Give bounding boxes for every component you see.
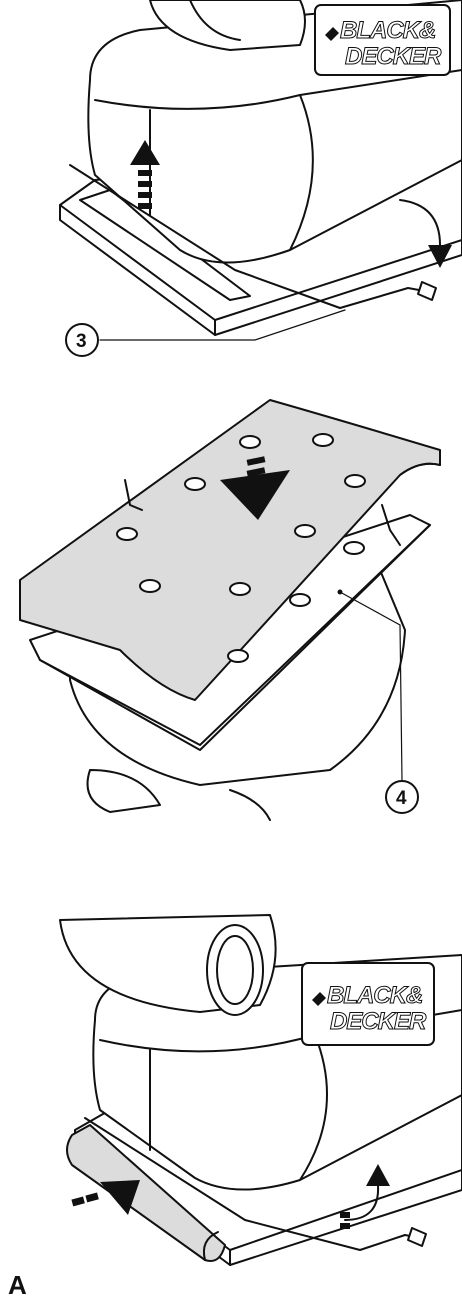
brand-logo-line1: BLACK& xyxy=(340,17,435,44)
brand-logo-plate xyxy=(314,4,451,76)
callout-circle-4 xyxy=(385,780,419,814)
rotate-up-arrow-icon xyxy=(340,1164,390,1229)
sheet-clip-left xyxy=(124,479,143,511)
sander-handle xyxy=(149,0,306,51)
sheet-clip-right xyxy=(381,504,401,546)
brand-logo-line1-3: BLACK& xyxy=(327,982,422,1009)
brand-logo-line2: DECKER xyxy=(345,43,442,70)
callout-label-3: 3 xyxy=(76,331,87,352)
brand-logo-plate-3 xyxy=(301,962,435,1046)
figure-label: A xyxy=(8,1270,27,1300)
panel-1-clamp-release: BLACK& DECKER 3 xyxy=(59,0,462,357)
panel-3-lock-sheet: BLACK& DECKER xyxy=(59,914,462,1266)
clamp-lever-knob-3 xyxy=(407,1227,427,1247)
callout-leader-3 xyxy=(99,309,346,341)
callout-circle-3 xyxy=(65,323,99,357)
brand-logo-icon-3 xyxy=(312,992,326,1006)
callout-label-4: 4 xyxy=(396,788,407,809)
callout-leader-4 xyxy=(339,591,403,781)
clamp-lever-knob xyxy=(417,281,437,301)
rotate-down-arrow-icon xyxy=(399,199,452,268)
clamp-rail xyxy=(79,189,251,301)
clamp-lever-wire xyxy=(69,164,431,309)
sheet-dust-holes xyxy=(116,433,366,663)
down-arrow-icon xyxy=(220,456,290,520)
brand-logo-icon xyxy=(325,27,339,41)
up-arrow-icon xyxy=(130,140,160,209)
panel-2-fit-sheet: 4 xyxy=(19,399,441,821)
brand-logo-line2-3: DECKER xyxy=(330,1008,427,1035)
insert-arrow-icon xyxy=(71,1180,140,1215)
